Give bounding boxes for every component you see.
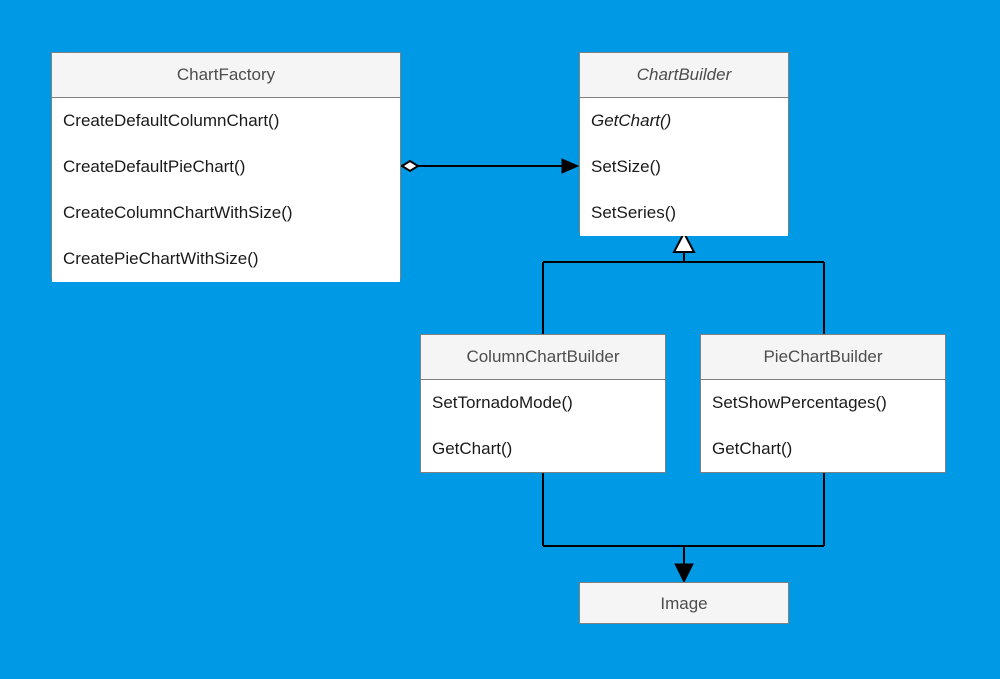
method-row[interactable]: GetChart() — [591, 111, 672, 130]
class-image[interactable]: Image — [579, 582, 789, 624]
filled-arrow-marker — [561, 158, 580, 174]
class-title-chart-builder: ChartBuilder — [580, 53, 788, 98]
edge-builders-produce-image — [542, 473, 825, 584]
class-chart-factory[interactable]: ChartFactory CreateDefaultColumnChart() … — [51, 52, 401, 282]
method-row[interactable]: SetShowPercentages() — [712, 393, 887, 412]
filled-arrow-marker — [674, 563, 694, 584]
method-row[interactable]: GetChart() — [432, 439, 513, 458]
edge-factory-uses-builder — [400, 158, 580, 174]
edge-subclasses-inherit-builder — [542, 230, 825, 334]
class-members-chart-factory: CreateDefaultColumnChart() CreateDefault… — [52, 98, 400, 282]
method-row[interactable]: GetChart() — [712, 439, 793, 458]
class-members-column-chart-builder: SetTornadoMode() GetChart() — [421, 380, 665, 472]
class-title-chart-factory: ChartFactory — [52, 53, 400, 98]
class-title-image: Image — [580, 583, 788, 623]
method-row[interactable]: CreatePieChartWithSize() — [63, 249, 259, 268]
method-row[interactable]: CreateDefaultColumnChart() — [63, 111, 280, 130]
method-row[interactable]: SetTornadoMode() — [432, 393, 573, 412]
method-row[interactable]: CreateDefaultPieChart() — [63, 157, 246, 176]
class-pie-chart-builder[interactable]: PieChartBuilder SetShowPercentages() Get… — [700, 334, 946, 473]
hollow-diamond-marker — [400, 159, 420, 173]
class-members-pie-chart-builder: SetShowPercentages() GetChart() — [701, 380, 945, 472]
class-chart-builder[interactable]: ChartBuilder GetChart() SetSize() SetSer… — [579, 52, 789, 236]
class-title-column-chart-builder: ColumnChartBuilder — [421, 335, 665, 380]
class-column-chart-builder[interactable]: ColumnChartBuilder SetTornadoMode() GetC… — [420, 334, 666, 473]
class-members-chart-builder: GetChart() SetSize() SetSeries() — [580, 98, 788, 236]
method-row[interactable]: SetSeries() — [591, 203, 677, 222]
method-row[interactable]: SetSize() — [591, 157, 661, 176]
method-row[interactable]: CreateColumnChartWithSize() — [63, 203, 293, 222]
class-title-pie-chart-builder: PieChartBuilder — [701, 335, 945, 380]
